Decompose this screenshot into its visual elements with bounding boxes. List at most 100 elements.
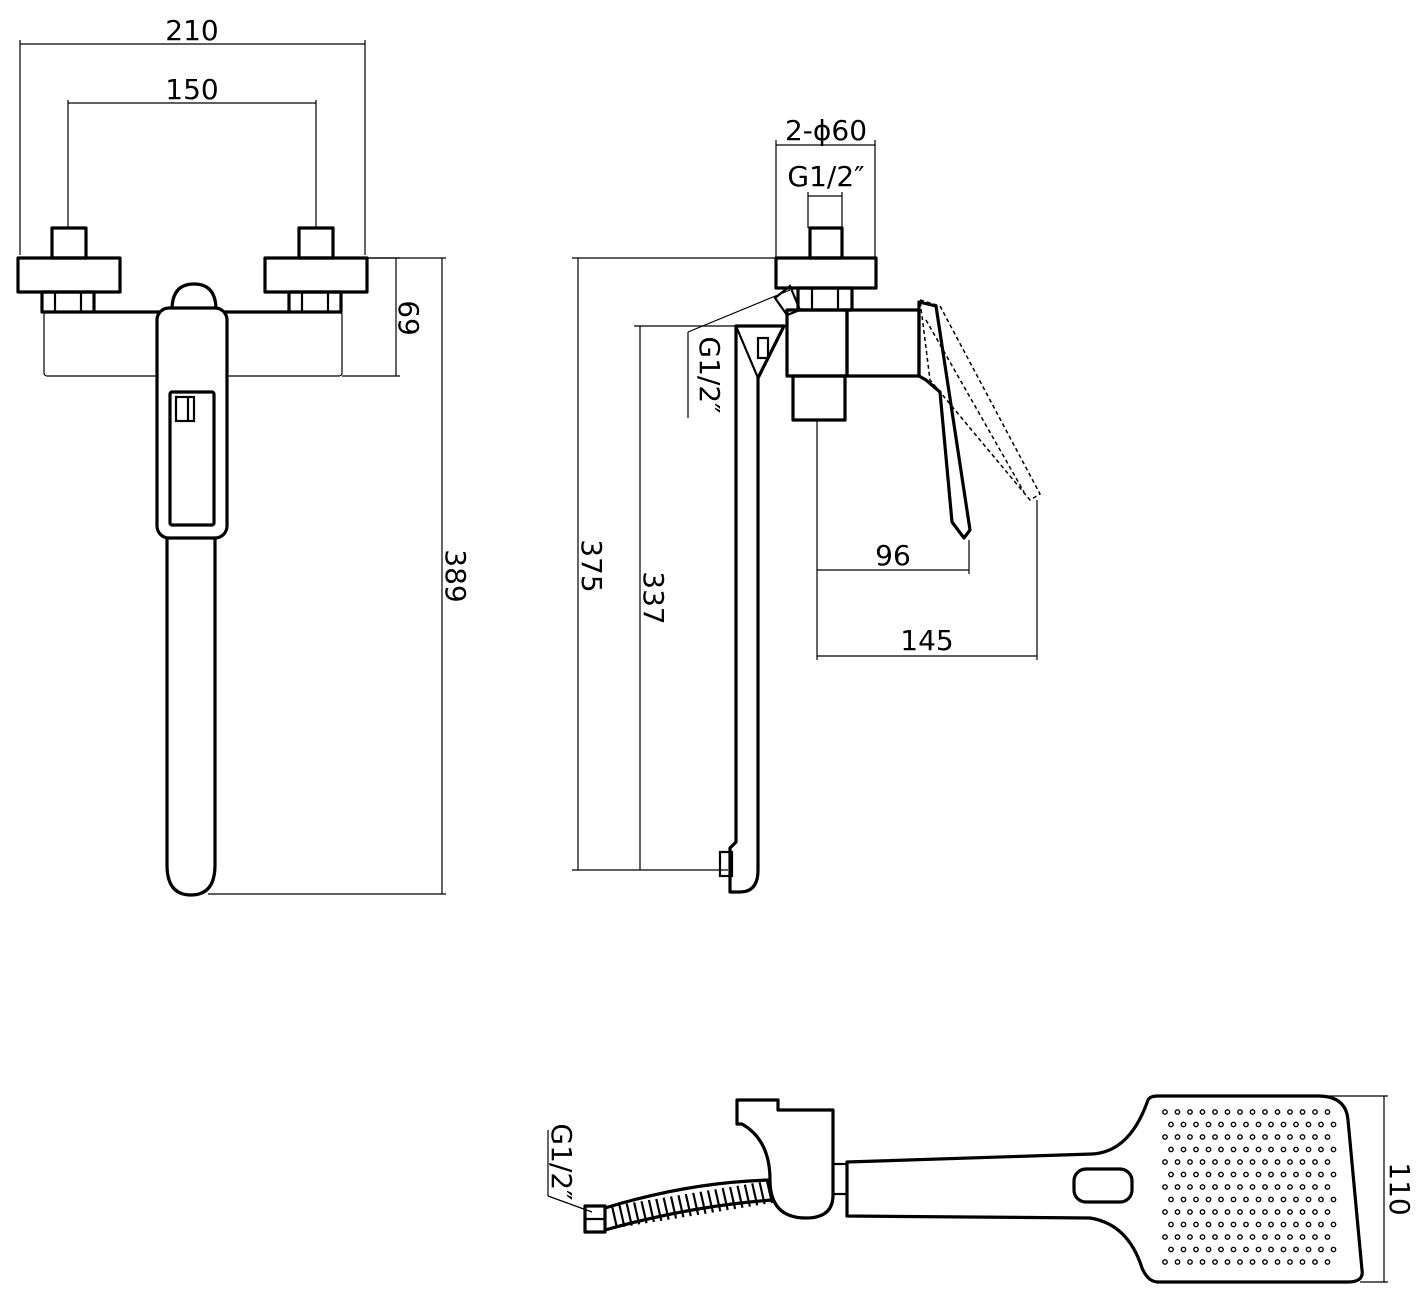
dim-label-375: 375 (575, 539, 608, 592)
nozzle-hole (1218, 1171, 1224, 1178)
dim-label-2-phi60: 2-ϕ60 (785, 114, 867, 147)
hose-rib (684, 1193, 692, 1217)
nozzle-hole (1174, 1134, 1181, 1140)
nozzle-hole (1274, 1109, 1281, 1115)
dim-label-g12-hose: G1/2″ (545, 1123, 578, 1200)
nozzle-hole (1293, 1246, 1299, 1253)
nozzle-hole (1193, 1171, 1199, 1178)
dim-label-210: 210 (165, 14, 218, 47)
dimension-side-inlet-thread: G1/2″ (787, 160, 865, 228)
side-flange (774, 256, 878, 290)
nozzle-hole (1299, 1259, 1306, 1265)
nozzle-hole (1280, 1221, 1287, 1228)
nozzle-hole (1305, 1221, 1312, 1228)
nozzle-hole (1268, 1221, 1274, 1228)
nozzle-hole (1330, 1146, 1337, 1153)
nozzle-hole (1280, 1121, 1287, 1128)
nozzle-hole (1218, 1246, 1224, 1253)
nozzle-hole (1187, 1184, 1193, 1190)
nozzle-hole (1243, 1146, 1249, 1153)
nozzle-hole (1180, 1146, 1187, 1153)
hose-rib (729, 1186, 737, 1210)
nozzle-hole (1287, 1184, 1293, 1190)
nozzle-hole (1187, 1159, 1193, 1165)
nozzle-hole (1280, 1246, 1287, 1253)
hose-rib (647, 1199, 655, 1223)
nozzle-hole (1274, 1134, 1281, 1140)
nozzle-hole (1180, 1171, 1187, 1178)
shower-handle-head (845, 1094, 1364, 1284)
nozzle-hole (1249, 1184, 1256, 1190)
nozzle-hole (1274, 1259, 1281, 1265)
handle-plate (155, 306, 229, 540)
nozzle-hole (1180, 1196, 1187, 1203)
nozzle-hole (1230, 1196, 1237, 1203)
nozzle-hole (1318, 1221, 1324, 1228)
dimension-side-handle-reach: 96 (816, 420, 970, 660)
hose-rib (610, 1205, 619, 1229)
dimension-front-pipe-spacing: 150 (67, 73, 317, 228)
nozzle-hole (1174, 1184, 1181, 1190)
nozzle-hole (1318, 1146, 1324, 1153)
nozzle-hole (1243, 1246, 1249, 1253)
nozzle-hole (1205, 1246, 1212, 1253)
nozzle-hole (1268, 1171, 1274, 1178)
nozzle-hole (1299, 1184, 1306, 1190)
top-knob (170, 282, 218, 312)
nozzle-hole (1293, 1221, 1299, 1228)
side-fitting (773, 284, 802, 317)
nozzle-hole (1237, 1109, 1243, 1115)
side-diverter-block (791, 374, 847, 422)
dimension-side-total-height: 375 (572, 257, 776, 871)
nozzle-hole (1205, 1196, 1212, 1203)
nozzle-hole (1305, 1146, 1312, 1153)
dim-label-337: 337 (637, 571, 670, 624)
nozzle-hole (1305, 1196, 1312, 1203)
left-nut (40, 290, 96, 314)
nozzle-hole (1243, 1196, 1249, 1203)
nozzle-hole (1274, 1234, 1281, 1240)
left-inlet-pipe (50, 226, 88, 260)
shower-holder (735, 1098, 835, 1220)
nozzle-hole (1287, 1209, 1293, 1215)
nozzle-hole (1299, 1109, 1306, 1115)
handle-slot (1072, 1167, 1134, 1204)
nozzle-hole (1312, 1234, 1318, 1240)
nozzle-hole (1280, 1146, 1287, 1153)
nozzle-hole (1193, 1246, 1199, 1253)
right-nut (287, 290, 343, 314)
spout-joint (756, 336, 770, 360)
nozzle-hole (1249, 1259, 1256, 1265)
front-view: 210 150 (16, 14, 472, 897)
handle-lever-open (919, 298, 1041, 501)
nozzle-hole (1212, 1259, 1218, 1265)
nozzle-hole (1230, 1121, 1237, 1128)
side-valve-body (785, 308, 849, 378)
dim-label-96: 96 (875, 539, 911, 572)
nozzle-hole (1330, 1221, 1337, 1228)
nozzle-hole (1193, 1221, 1199, 1228)
hose-rib (655, 1198, 663, 1222)
side-view: 2-ϕ60 G1/2″ (572, 114, 1041, 894)
nozzle-hole (1187, 1259, 1193, 1265)
nozzle-hole (1224, 1134, 1231, 1140)
nozzle-hole (1287, 1109, 1293, 1115)
nozzle-hole (1262, 1209, 1268, 1215)
nozzle-hole (1274, 1209, 1281, 1215)
nozzle-hole (1218, 1196, 1224, 1203)
nozzle-hole (1224, 1259, 1231, 1265)
temperature-indicator (174, 395, 196, 423)
nozzle-hole (1274, 1159, 1281, 1165)
nozzle-hole (1193, 1121, 1199, 1128)
nozzle-hole (1312, 1159, 1318, 1165)
hose-rib (618, 1204, 626, 1228)
nozzle-hole (1293, 1171, 1299, 1178)
nozzle-hole (1249, 1109, 1256, 1115)
left-flange (16, 256, 122, 294)
nozzle-hole (1199, 1209, 1206, 1215)
nozzle-hole (1187, 1134, 1193, 1140)
dim-label-110: 110 (1383, 1162, 1416, 1215)
nozzle-hole (1237, 1159, 1243, 1165)
hose-rib (743, 1184, 751, 1207)
